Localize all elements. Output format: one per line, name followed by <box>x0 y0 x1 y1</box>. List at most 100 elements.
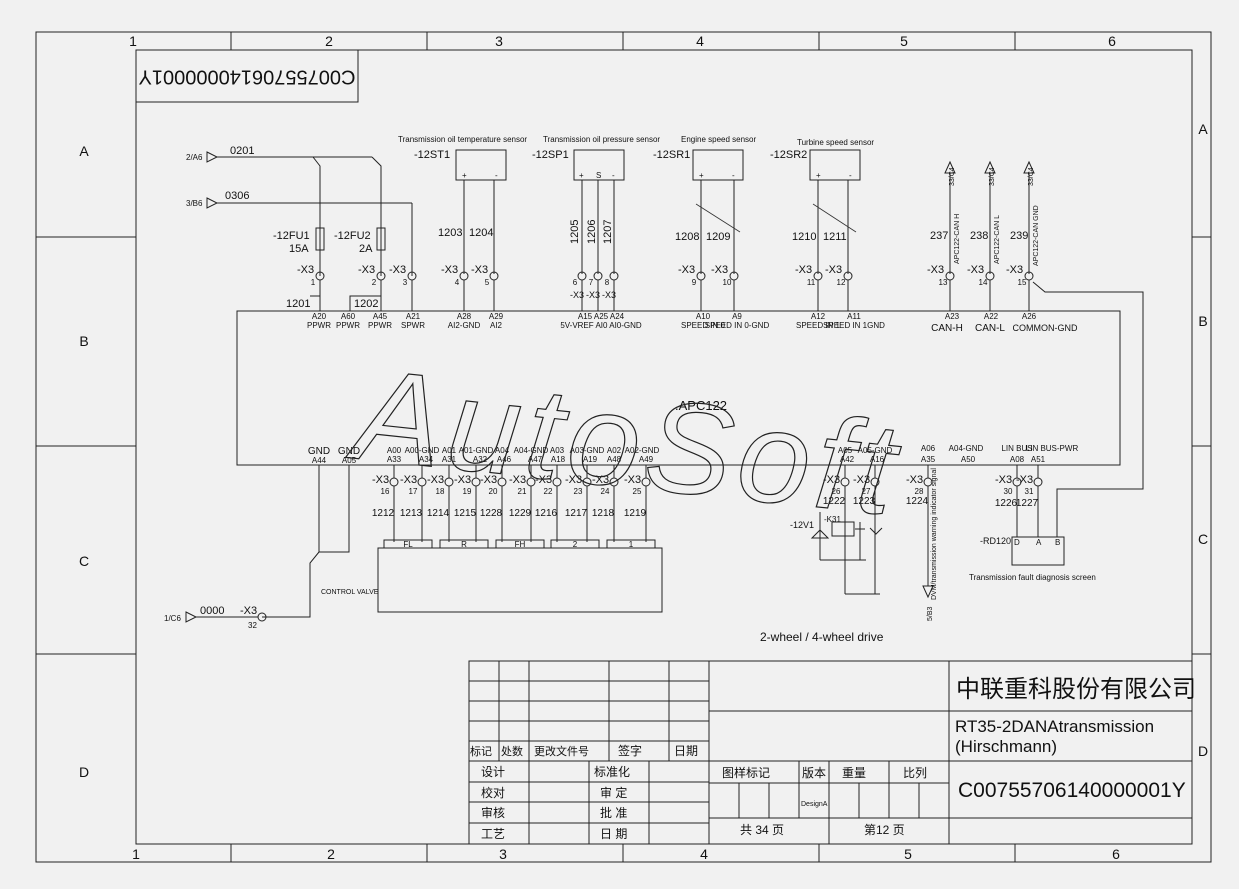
sensor-oil-temperature: Transmission oil temperature sensor -12S… <box>398 135 527 274</box>
wire-number: 1227 <box>1016 498 1039 509</box>
version-value: DesignA <box>801 801 828 808</box>
x3-label: -X3 <box>441 264 458 276</box>
sensor-oil-pressure: Transmission oil pressure sensor -12SP1 … <box>532 135 660 274</box>
x3-terminal-number: 32 <box>248 621 257 630</box>
can-ref: 33/C4 <box>989 167 996 186</box>
pin-label: CAN-H <box>931 323 963 334</box>
pin-id: A23 <box>945 312 960 321</box>
x3-terminal-number: 14 <box>979 278 988 287</box>
pin-id: A15 A25 A24 <box>578 312 625 321</box>
pin-label: A04-GND <box>514 446 549 455</box>
sensor-engine-speed: Engine speed sensor -12SR1 + - 1208 1209 <box>653 135 757 274</box>
module-name: .APC122 <box>675 398 727 413</box>
ref-label: 1/C6 <box>164 614 181 623</box>
x3-terminal-number: 25 <box>633 487 642 496</box>
wire-number: 1207 <box>602 220 614 244</box>
sensor-tag: -12SR2 <box>770 149 807 161</box>
x3-terminal <box>1033 477 1043 487</box>
pin-id: A28 <box>457 312 472 321</box>
col-number: 4 <box>696 33 704 49</box>
company-name: 中联重科股份有限公司 <box>956 676 1196 703</box>
sensor-tag: -12SP1 <box>532 149 569 161</box>
sensor-term: - <box>732 171 735 180</box>
sensor-term: + <box>462 171 467 180</box>
pin-label: A02 <box>607 446 622 455</box>
pin-label: GND <box>308 446 330 457</box>
ref-0000: 1/C6 0000 -X3 32 <box>164 605 267 630</box>
wire-number: 1219 <box>624 508 647 519</box>
col-number: 1 <box>132 846 140 862</box>
pin-label: COMMON-GND <box>1013 323 1078 333</box>
pin-id: A22 <box>984 312 999 321</box>
x3-terminal-number: 24 <box>601 487 610 496</box>
wire-number: 1201 <box>286 298 310 310</box>
sensor-title: Transmission oil temperature sensor <box>398 135 527 144</box>
row-letter: C <box>1198 531 1208 547</box>
col-number: 6 <box>1108 33 1116 49</box>
wire-number: 1208 <box>675 231 699 243</box>
wire-number: 0000 <box>200 605 224 617</box>
can-signal: APC122-CAN L <box>994 215 1001 264</box>
pin-id: A49 <box>639 455 654 464</box>
diag-label: Transmission fault diagnosis screen <box>969 573 1096 582</box>
diag-pin: A <box>1036 538 1042 547</box>
rev-header: 更改文件号 <box>534 744 589 758</box>
pin-label: A05-GND <box>858 446 893 455</box>
wire-number: 1203 <box>438 227 462 239</box>
wire-number: 1218 <box>592 508 615 519</box>
can-ref: 33/C4 <box>1028 167 1035 186</box>
x3-label: -X3 <box>480 474 497 486</box>
wire-number: 239 <box>1010 230 1028 242</box>
role-label: 工艺 <box>481 827 505 841</box>
pin-label: SPEED IN 0 <box>681 321 726 330</box>
x3-label: -X3 <box>995 474 1012 486</box>
x3-label: -X3 <box>1006 264 1023 276</box>
pin-label: 5V-VREF AI0 AI0-GND <box>560 321 642 330</box>
x3-label: -X3 <box>1016 474 1033 486</box>
pin-label: SPWR <box>401 321 425 330</box>
wire-number: 1209 <box>706 231 730 243</box>
can-signal: APC122-CAN H <box>954 214 961 264</box>
wire-number: 0306 <box>225 190 249 202</box>
coil-label: 2 <box>573 540 578 549</box>
pin-label: A00 <box>387 446 402 455</box>
pin-id: A16 <box>870 455 885 464</box>
x3-terminal-number: 28 <box>915 487 924 496</box>
x3-label: -X3 <box>509 474 526 486</box>
x3-terminal-number: 17 <box>409 487 418 496</box>
pin-id: A18 <box>551 455 566 464</box>
x3-terminal-number: 21 <box>518 487 527 496</box>
x3-label: -X3 <box>400 474 417 486</box>
pin-id: A9 <box>732 312 742 321</box>
row-letter: B <box>79 333 88 349</box>
pin-id: A60 <box>341 312 356 321</box>
pin-label: A04-GND <box>949 444 984 453</box>
x3-label: -X3 <box>586 290 600 300</box>
pin-id: A05 <box>342 456 357 465</box>
x3-terminal-number: 9 <box>692 278 697 287</box>
x3-terminal-number: 19 <box>463 487 472 496</box>
pin-id: A26 <box>1022 312 1037 321</box>
rev-header: 签字 <box>618 743 642 758</box>
wire-number: 1204 <box>469 227 493 239</box>
supply-label: -12V1 <box>790 520 814 530</box>
wire-number: 1213 <box>400 508 423 519</box>
x3-label: -X3 <box>240 605 257 617</box>
x3-terminal-number: 2 <box>372 278 377 287</box>
col-number: 5 <box>904 846 912 862</box>
role-label: 标准化 <box>594 765 630 779</box>
row-letter: B <box>1198 313 1207 329</box>
pin-label: A06 <box>921 444 936 453</box>
pin-label: PPWR <box>307 321 331 330</box>
wire-number: 1229 <box>509 508 532 519</box>
x3-label: -X3 <box>678 264 695 276</box>
pin-id: A20 <box>312 312 327 321</box>
wire-number: 237 <box>930 230 948 242</box>
diag-pin: D <box>1014 538 1020 547</box>
warning-signal: DVM/transmission warning indicator signa… <box>922 468 938 621</box>
pin-id: A10 <box>696 312 711 321</box>
x3-label: -X3 <box>565 474 582 486</box>
wire-number: 1214 <box>427 508 450 519</box>
x3-label: -X3 <box>570 290 584 300</box>
